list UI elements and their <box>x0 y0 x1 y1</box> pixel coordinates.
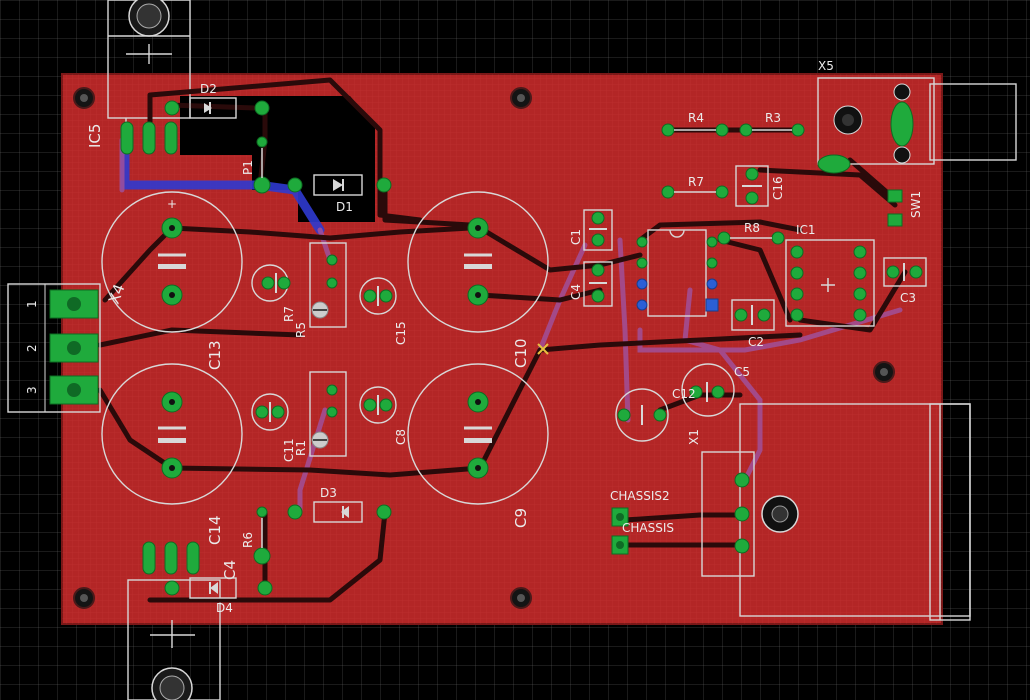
label-c15: C15 <box>394 321 408 345</box>
diode-d1[interactable] <box>287 174 392 196</box>
capacitor-c2[interactable] <box>731 299 775 331</box>
ic5-pads[interactable] <box>120 121 178 155</box>
resistor-r3[interactable] <box>739 123 805 137</box>
label-c3: C3 <box>900 291 916 305</box>
ground-pour-island <box>180 96 375 222</box>
label-d2: D2 <box>200 82 217 96</box>
label-ic1: IC1 <box>796 223 816 237</box>
label-r7-right: R7 <box>688 175 704 189</box>
diode-d2[interactable] <box>164 97 270 119</box>
label-c13: C13 <box>206 340 224 370</box>
label-ic5: IC5 <box>86 124 104 148</box>
label-chassis2: CHASSIS2 <box>610 489 670 503</box>
label-d3: D3 <box>320 486 337 500</box>
capacitor-c10[interactable] <box>407 191 549 333</box>
label-d4: D4 <box>216 601 233 615</box>
cursor-crosshair <box>537 343 549 355</box>
ic1-regulator[interactable] <box>785 239 875 327</box>
chassis-pads[interactable] <box>611 507 629 555</box>
label-p1: P1 <box>241 160 255 175</box>
resistor-r4[interactable] <box>661 123 729 137</box>
connector-x1[interactable] <box>701 403 971 621</box>
label-sw1: SW1 <box>909 191 923 218</box>
label-r1: R1 <box>294 440 308 456</box>
diode-d4[interactable] <box>164 577 273 599</box>
label-c14: C14 <box>206 515 224 545</box>
label-x4: X4 <box>105 282 129 307</box>
label-c11: C11 <box>282 438 296 462</box>
ic5-heatsink <box>107 0 191 128</box>
capacitor-round-left[interactable] <box>615 388 669 442</box>
resistor-p1[interactable] <box>253 136 271 194</box>
capacitor-c3[interactable] <box>883 257 927 287</box>
polarity-plus-label: + <box>167 197 177 211</box>
label-x4-pin3: 3 <box>25 386 39 394</box>
label-c16: C16 <box>771 176 785 200</box>
label-r6: R6 <box>241 532 255 548</box>
label-c12: C12 <box>672 387 696 401</box>
label-d1: D1 <box>336 200 353 214</box>
label-c1: C1 <box>569 229 583 245</box>
capacitor-small-left-top[interactable] <box>251 264 291 302</box>
label-r7: R7 <box>282 306 296 322</box>
label-chassis: CHASSIS <box>622 521 674 535</box>
switch-sw1[interactable] <box>887 189 903 227</box>
label-x1: X1 <box>687 429 701 445</box>
label-c4-bottom: C4 <box>221 560 239 580</box>
ic-bottom-pads[interactable] <box>142 541 200 575</box>
capacitor-c5[interactable] <box>681 363 735 417</box>
capacitor-c9[interactable] <box>407 363 549 505</box>
label-r8: R8 <box>744 221 760 235</box>
connector-x4[interactable] <box>7 283 101 413</box>
label-c5: C5 <box>734 365 750 379</box>
capacitor-c16[interactable] <box>735 165 769 207</box>
opamp-dip8[interactable] <box>636 229 719 317</box>
resistor-r8[interactable] <box>717 231 785 245</box>
resistor-r7-right[interactable] <box>661 185 729 199</box>
connector-x5[interactable] <box>817 77 1017 174</box>
label-x4-pin2: 2 <box>25 344 39 352</box>
label-c9: C9 <box>512 508 530 528</box>
label-r4: R4 <box>688 111 704 125</box>
capacitor-c15[interactable] <box>359 277 397 315</box>
capacitor-c8[interactable] <box>359 386 397 424</box>
label-x5: X5 <box>818 59 834 73</box>
label-c8: C8 <box>394 429 408 445</box>
capacitor-c14[interactable] <box>101 363 243 505</box>
resistor-r6[interactable] <box>253 506 271 565</box>
capacitor-small-left-bottom[interactable] <box>251 393 289 431</box>
label-r5: R5 <box>294 322 308 338</box>
label-x4-pin1: 1 <box>25 300 39 308</box>
label-c10: C10 <box>512 338 530 368</box>
capacitor-c13[interactable]: + <box>101 191 243 333</box>
regulator-top[interactable] <box>309 242 347 328</box>
regulator-bottom[interactable] <box>309 371 347 457</box>
capacitor-c4-top[interactable] <box>583 261 613 307</box>
label-r3: R3 <box>765 111 781 125</box>
label-c4-top: C4 <box>569 284 583 300</box>
diode-d3[interactable] <box>287 501 392 523</box>
label-c2: C2 <box>748 335 764 349</box>
capacitor-c1[interactable] <box>583 209 613 251</box>
ic-bottom-heatsink <box>127 579 221 700</box>
